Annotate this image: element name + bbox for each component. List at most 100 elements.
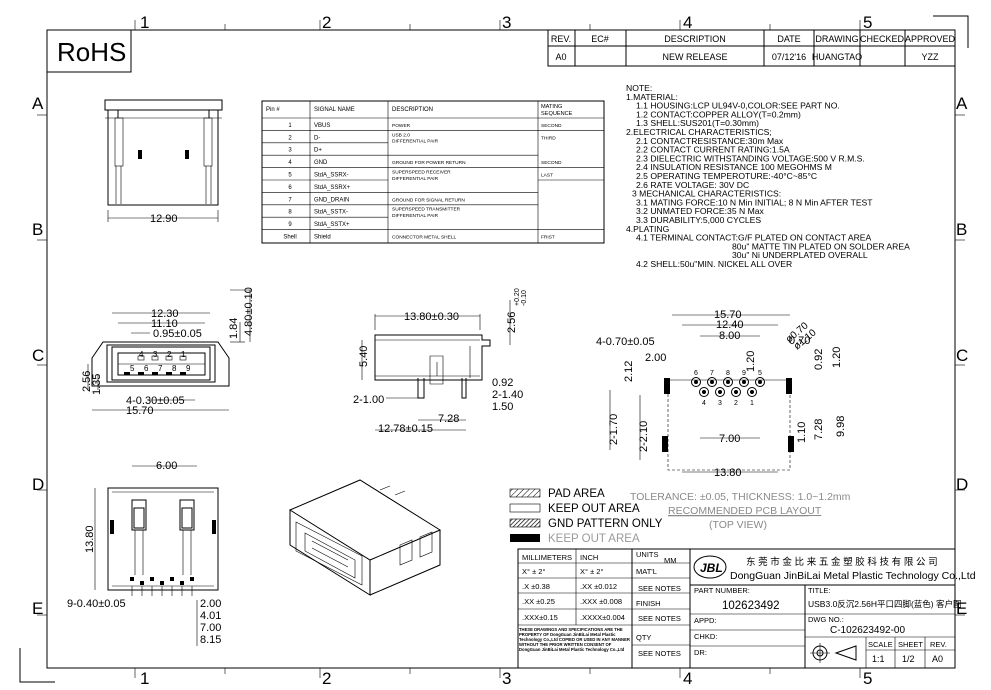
pad-area-swatch bbox=[509, 488, 541, 498]
pcb-hole bbox=[707, 377, 717, 387]
pcb-hole bbox=[755, 377, 765, 387]
pin-sequence: SECOND bbox=[541, 160, 562, 166]
solder-tail bbox=[130, 577, 134, 581]
zone-row-label: D bbox=[956, 475, 968, 494]
pin-number: 7 bbox=[288, 197, 292, 203]
rev-value: A0 bbox=[932, 654, 943, 664]
rev-value: YZZ bbox=[922, 52, 940, 62]
pcb-legend: PAD AREA KEEP OUT AREA GND PATTERN ONLY … bbox=[509, 488, 851, 545]
dim-label: 12.90 bbox=[150, 213, 178, 225]
dim-label: 12.30 bbox=[151, 308, 179, 320]
chkd-label: CHKD: bbox=[694, 632, 717, 641]
pin-signal: Shield bbox=[314, 235, 331, 241]
pin-description: GROUND FOR SIGNAL RETURN bbox=[392, 197, 465, 203]
dim-label: 8.00 bbox=[719, 330, 740, 342]
top-view-label: (TOP VIEW) bbox=[709, 519, 767, 531]
projection-symbol-icon bbox=[810, 643, 857, 663]
pin-sequence: LAST bbox=[541, 173, 553, 179]
pcb-pad bbox=[664, 378, 670, 394]
appd-label: APPD: bbox=[694, 616, 717, 625]
pcb-pin-label: 5 bbox=[758, 370, 762, 377]
legal-text: THESE DRAWINGS AND SPECIFICATIONS ARE TH… bbox=[519, 627, 630, 652]
tol-header: INCH bbox=[580, 553, 598, 562]
note-line: 2.5 OPERATING TEMPEROTURE:-40°C~85°C bbox=[636, 171, 817, 181]
tolerance-note: TOLERANCE: ±0.05, THICKNESS: 1.0~1.2mm bbox=[630, 491, 851, 503]
solder-tail bbox=[180, 581, 184, 585]
pcb-hole bbox=[758, 380, 762, 384]
pin-number: Shell bbox=[283, 235, 296, 241]
zone-col-label: 2 bbox=[322, 669, 331, 688]
pin-number: 2 bbox=[288, 135, 292, 141]
rev-header: DESCRIPTION bbox=[664, 34, 726, 44]
rev-header: EC# bbox=[591, 34, 609, 44]
pin-label: 4 bbox=[139, 350, 144, 359]
zone-col-label: 4 bbox=[683, 669, 692, 688]
zone-col-label: 3 bbox=[502, 669, 511, 688]
dim-label: 7.28 bbox=[813, 419, 825, 440]
legend-label: PAD AREA bbox=[548, 488, 605, 500]
pin-description: GROUND FOR POWER RETURN bbox=[392, 160, 466, 166]
pin-signal: GND_DRAIN bbox=[314, 197, 349, 203]
dim-label: 4-0.30±0.05 bbox=[126, 395, 185, 407]
units-value: MM bbox=[664, 556, 677, 565]
sheet-value: 1/2 bbox=[902, 654, 915, 664]
pcb-pad bbox=[662, 436, 668, 452]
iso-view bbox=[288, 479, 442, 596]
pin-label: 8 bbox=[172, 364, 177, 373]
rev-label: REV. bbox=[930, 640, 947, 649]
note-line: 2.3 DIELECTRIC WITHSTANDING VOLTAGE:500 … bbox=[636, 153, 865, 163]
pcb-hole bbox=[702, 390, 706, 394]
contact bbox=[151, 355, 159, 361]
pin-signal: StdA_SSRX+ bbox=[314, 185, 351, 191]
pin-signal: StdA_SSTX+ bbox=[314, 222, 350, 228]
tol-cell: .XXXX±0.004 bbox=[580, 613, 625, 622]
zone-row-label: D bbox=[32, 475, 44, 494]
pin-number: 3 bbox=[288, 148, 292, 154]
note-line: 1.2 CONTACT:COPPER ALLOY(T=0.2mm) bbox=[636, 109, 801, 119]
company-logo: JBL bbox=[693, 555, 727, 579]
pcb-hole bbox=[726, 380, 730, 384]
contact bbox=[179, 355, 187, 361]
pin-description: DIFFERENTIAL PAIR bbox=[392, 213, 439, 219]
note-line: 1.MATERIAL: bbox=[626, 92, 678, 102]
dim-label: 1.35 bbox=[91, 374, 103, 395]
zone-row-label: E bbox=[956, 599, 967, 618]
note-line: 4.2 SHELL:50u"MIN. NICKEL ALL OVER bbox=[636, 259, 792, 269]
pcb-hole bbox=[739, 377, 749, 387]
solder-tail bbox=[150, 577, 154, 581]
dim-label: 4-0.70±0.05 bbox=[596, 336, 655, 348]
tol-header: MILLIMETERS bbox=[522, 553, 572, 562]
rev-header: APPROVED bbox=[905, 34, 956, 44]
dim-label: 2-1.40 bbox=[492, 389, 523, 401]
solder-tail bbox=[160, 581, 164, 585]
notes-block: NOTE:1.MATERIAL:1.1 HOUSING:LCP UL94V-0,… bbox=[626, 83, 910, 269]
pin-label: 9 bbox=[186, 364, 191, 373]
dim-label: 13.80±0.30 bbox=[404, 311, 459, 323]
tol-cell: .X ±0.38 bbox=[522, 582, 550, 591]
dim-label: 13.80 bbox=[84, 525, 96, 553]
tol-cell: .XX ±0.012 bbox=[580, 582, 617, 591]
pcb-hole bbox=[710, 380, 714, 384]
note-line: 30u" Ni UNDERPLATED OVERALL bbox=[732, 250, 868, 260]
title-block: MILLIMETERS INCH UNITS MM X° ± 2° X° ± 2… bbox=[517, 548, 976, 669]
contact bbox=[138, 372, 144, 375]
title-label: TITLE: bbox=[808, 586, 831, 595]
tol-cell: .XXX ±0.008 bbox=[580, 597, 622, 606]
pin-number: 4 bbox=[288, 160, 292, 166]
dim-label: 1.20 bbox=[831, 347, 843, 368]
note-line: 3.3 DURABILITY:5,000 CYCLES bbox=[636, 215, 761, 225]
tol-cell: X° ± 2° bbox=[580, 567, 603, 576]
pin-table-header: DESCRIPTION bbox=[392, 107, 433, 113]
side-view: 13.80±0.30 2.56 +0.20 -0.10 5.40 0.92 2-… bbox=[353, 288, 528, 435]
rev-header: CHECKED bbox=[860, 34, 905, 44]
zone-col-label: 3 bbox=[502, 13, 511, 32]
pcb-pin-label: 4 bbox=[702, 400, 706, 407]
note-line: 2.ELECTRICAL CHARACTERISTICS; bbox=[626, 127, 772, 137]
pin-label: 5 bbox=[130, 364, 135, 373]
note-line: 2.1 CONTACTRESISTANCE:30m Max bbox=[636, 136, 784, 146]
pin-description: DIFFERENTIAL PAIR bbox=[392, 139, 439, 145]
drawing-number: C-102623492-00 bbox=[830, 625, 905, 636]
note-line: 1.3 SHELL:SUS201(T=0.30mm) bbox=[636, 118, 759, 128]
drawing-frame bbox=[46, 29, 956, 669]
